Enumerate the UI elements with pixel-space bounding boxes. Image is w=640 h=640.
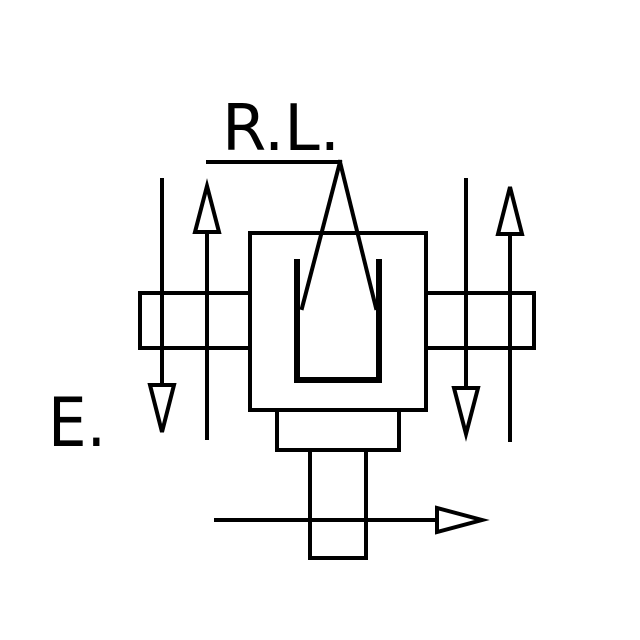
rl-leader-arrow-right	[337, 159, 379, 311]
bottom-horizontal-arrow-head	[435, 505, 490, 535]
right-down-arrow-head	[451, 386, 481, 442]
label-e: E.	[48, 384, 106, 463]
bottom-collar	[275, 408, 401, 452]
left-up-arrow-head	[192, 178, 222, 234]
left-down-arrow-head	[147, 383, 177, 433]
left-port	[138, 291, 252, 350]
bottom-stem	[308, 448, 368, 560]
rl-leader-arrow-left	[299, 159, 343, 311]
right-up-arrow-head	[495, 186, 525, 236]
label-rl: R.L.	[222, 92, 340, 166]
inner-u-channel	[294, 259, 382, 383]
right-port	[424, 291, 536, 350]
main-body	[248, 231, 428, 412]
